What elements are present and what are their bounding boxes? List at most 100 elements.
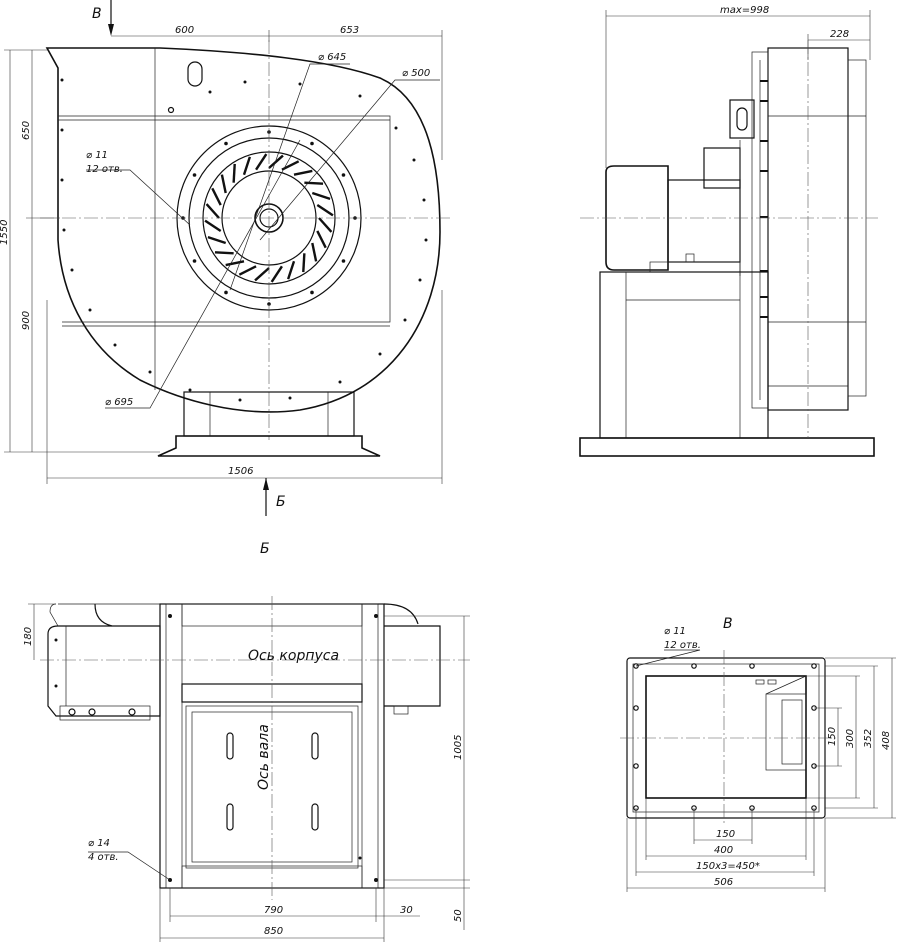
impeller-bolt-circle — [181, 130, 357, 306]
front-view: B 600 653 1550 650 900 — [0, 0, 450, 516]
dim-600: 600 — [175, 25, 194, 36]
side-view: max=998 228 — [579, 5, 878, 457]
axis-housing-label: Ось корпуса — [248, 648, 339, 664]
impeller-blade — [232, 163, 236, 183]
flange-dim-400: 400 — [714, 845, 733, 856]
impeller-blade — [225, 260, 245, 267]
leader-holes — [86, 169, 191, 226]
impeller-blade — [302, 253, 306, 273]
impeller-blade — [211, 187, 222, 206]
dim-900: 900 — [21, 311, 32, 330]
callout-d500: ⌀ 500 — [402, 68, 430, 79]
impeller-blade — [220, 174, 227, 194]
dim-30: 30 — [400, 905, 413, 916]
dim-50: 50 — [453, 909, 464, 922]
callout-bottom-holes-d: ⌀ 14 — [88, 838, 110, 849]
dim-650: 650 — [21, 121, 32, 140]
impeller-blade — [268, 154, 284, 169]
leader-d645 — [229, 63, 350, 291]
impeller-blade — [255, 153, 268, 171]
impeller-blade — [205, 203, 220, 219]
impeller-blade — [311, 242, 318, 262]
right-duct — [384, 625, 441, 707]
leader-flange-holes — [635, 649, 701, 667]
flange-dim-h352: 352 — [863, 729, 874, 748]
side-bracket — [729, 99, 755, 139]
flange-dim-h408: 408 — [881, 731, 892, 750]
side-bolts — [760, 80, 768, 318]
inlet-bolt-hole — [192, 259, 197, 263]
dim-180: 180 — [23, 627, 34, 646]
inlet-bolt-hole — [341, 259, 346, 263]
flange-dim-h150: 150 — [827, 727, 838, 746]
base-plate — [157, 435, 381, 457]
inlet-bolt-hole — [310, 290, 314, 295]
side-base-plate — [579, 437, 875, 457]
flow-arrow-b-head — [108, 24, 114, 36]
impeller-blade — [316, 204, 334, 217]
impeller-blade — [281, 160, 300, 171]
callout-bottom-holes-n: 4 отв. — [88, 852, 119, 863]
leader-d695 — [105, 139, 301, 409]
callout-holes-n: 12 отв. — [86, 164, 123, 175]
axis-shaft-label: Ось вала — [256, 724, 272, 790]
dim-790: 790 — [264, 905, 283, 916]
inlet-bolt-hole — [310, 141, 314, 146]
callout-flange-holes-d: ⌀ 11 — [664, 626, 686, 637]
impeller-blade — [242, 156, 252, 176]
flange-dim-150: 150 — [716, 829, 735, 840]
flange-holes — [633, 663, 817, 811]
dim-1005: 1005 — [453, 735, 464, 760]
mount-slot — [187, 61, 203, 87]
flange-view-title: В — [723, 616, 733, 632]
impeller-blade — [238, 265, 257, 276]
impeller-blade — [270, 265, 283, 283]
impeller-blade — [204, 219, 222, 232]
flange-view: В ⌀ 11 12 отв. 150 400 — [620, 616, 896, 892]
impeller-blades — [204, 153, 334, 283]
impeller-blade — [286, 260, 296, 280]
leader-d500 — [259, 79, 440, 241]
impeller-blade — [254, 267, 270, 282]
motor-body — [605, 165, 669, 271]
motor-slots — [226, 732, 319, 831]
dim-max: max=998 — [720, 5, 769, 16]
housing-outline — [45, 47, 441, 413]
flange-damper — [765, 693, 807, 771]
impeller-blade — [304, 181, 324, 185]
flange-dim-pitch: 150x3=450* — [696, 861, 760, 872]
view-arrow-label: Б — [276, 494, 286, 510]
inlet-bolt-hole — [192, 173, 197, 177]
leader-bottom-holes — [88, 851, 171, 881]
impeller-blade — [311, 191, 331, 201]
bottom-view: Б — [23, 541, 470, 942]
impeller-blade — [214, 251, 234, 255]
callout-flange-holes-n: 12 отв. — [664, 640, 701, 651]
motor-junction — [703, 147, 741, 189]
flange-dim-506: 506 — [714, 877, 733, 888]
dim-1550: 1550 — [0, 220, 10, 245]
flow-label-b: B — [92, 6, 102, 22]
impeller-blade — [207, 235, 227, 245]
housing-rivets — [60, 78, 428, 402]
callout-d695: ⌀ 695 — [105, 397, 133, 408]
inlet-bolt-hole — [224, 290, 228, 295]
inlet-bolt-hole — [341, 173, 346, 177]
callout-holes-d: ⌀ 11 — [86, 150, 108, 161]
bottom-view-title: Б — [260, 541, 270, 557]
flange-dim-h300: 300 — [845, 729, 856, 748]
dim-1506: 1506 — [228, 466, 253, 477]
inlet-bolt-hole — [224, 141, 228, 146]
dim-653: 653 — [340, 25, 359, 36]
side-frame — [599, 271, 769, 439]
dim-850: 850 — [264, 926, 283, 937]
left-duct — [47, 625, 161, 717]
dim-228: 228 — [830, 29, 849, 40]
impeller-blade — [318, 217, 333, 233]
motor-flange — [667, 179, 741, 263]
callout-d645: ⌀ 645 — [318, 52, 346, 63]
impeller-blade — [316, 230, 327, 249]
impeller-blade — [293, 169, 313, 176]
